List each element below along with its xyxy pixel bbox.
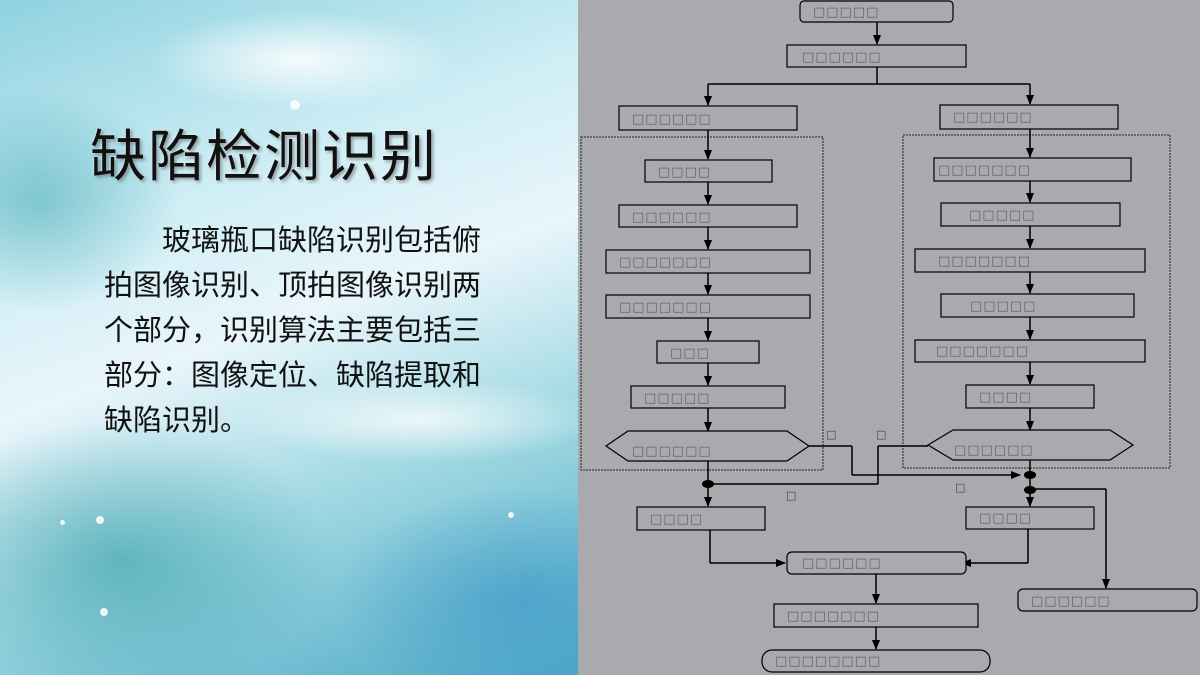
flowchart-panel: □□□□□ □□□□□□ □□□□□□ □□□□□□ □□□□ □□□□□□ □…	[578, 0, 1200, 675]
node-label: □□□□□□	[1031, 594, 1111, 609]
right-group-frame	[902, 134, 1171, 469]
flow-box	[914, 339, 1146, 363]
node-label: □□□□□□	[802, 556, 882, 571]
node-label: □□□□□□	[632, 112, 712, 127]
node-label: □□□□□□□	[619, 300, 712, 315]
left-branch-head-box	[618, 105, 798, 131]
left-decision-node	[604, 430, 811, 462]
flow-box	[965, 384, 1095, 409]
node-label: □□□□□□	[632, 210, 712, 225]
right-output-box	[965, 506, 1095, 530]
node-label: □□□□	[658, 165, 711, 180]
sparkle-decoration	[508, 512, 514, 518]
title-panel: 缺陷检测识别 玻璃瓶口缺陷识别包括俯拍图像识别、顶拍图像识别两个部分，识别算法主…	[0, 0, 578, 675]
flow-box	[605, 294, 811, 319]
flow-box	[656, 340, 760, 364]
sparkle-decoration	[60, 520, 65, 525]
flow-box	[786, 44, 967, 68]
edge-label: □	[826, 428, 836, 441]
edge-label: □	[876, 428, 886, 441]
flow-box	[940, 202, 1121, 227]
junction-dots	[702, 471, 1036, 494]
flowchart-diagram: □□□□□ □□□□□□ □□□□□□ □□□□□□ □□□□ □□□□□□ □…	[580, 0, 1198, 673]
node-label: □□□□□□□	[787, 609, 880, 624]
right-branch-head-box	[939, 104, 1119, 130]
node-label: □□□□□□	[953, 110, 1033, 125]
right-end-node	[1017, 588, 1198, 612]
flow-box	[630, 385, 786, 409]
node-label: □□□□□□□	[619, 255, 712, 270]
slide-title: 缺陷检测识别	[90, 125, 438, 190]
flow-box	[940, 293, 1135, 318]
node-label: □□□	[670, 346, 710, 361]
flow-box	[933, 157, 1132, 182]
node-label: □□□□□□□□	[775, 654, 881, 669]
right-decision-node	[926, 429, 1135, 461]
node-label: □□□□□□	[802, 50, 882, 65]
left-output-box	[636, 506, 766, 531]
node-label: □□□□□□	[632, 444, 712, 459]
flow-box	[605, 249, 811, 274]
node-label: □□□□	[979, 511, 1032, 526]
node-label: □□□□	[650, 512, 703, 527]
sparkle-decoration	[290, 100, 300, 110]
final-box	[773, 603, 979, 628]
sparkle-decoration	[100, 608, 108, 616]
merge-node	[786, 551, 967, 575]
slide-body-text: 玻璃瓶口缺陷识别包括俯拍图像识别、顶拍图像识别两个部分，识别算法主要包括三部分：…	[104, 223, 482, 437]
node-label: □□□□□□	[954, 443, 1034, 458]
node-label: □□□□□□□	[938, 163, 1031, 178]
node-label: □□□□□□□	[938, 254, 1031, 269]
flow-box	[644, 159, 773, 183]
edge-label: □	[786, 489, 796, 502]
node-label: □□□□□□□	[936, 344, 1029, 359]
node-label: □□□□□	[644, 391, 710, 406]
flow-box	[914, 248, 1146, 273]
edge-label: □	[955, 481, 965, 494]
end-node	[761, 649, 991, 673]
flow-box	[618, 204, 798, 228]
flowchart-connectors	[704, 22, 1110, 650]
start-node	[799, 0, 954, 23]
node-label: □□□□□	[969, 208, 1035, 223]
sparkle-decoration	[96, 516, 104, 524]
node-label: □□□□□	[813, 5, 879, 20]
node-label: □□□□□	[970, 299, 1036, 314]
left-group-frame	[580, 136, 824, 471]
node-label: □□□□	[979, 390, 1032, 405]
